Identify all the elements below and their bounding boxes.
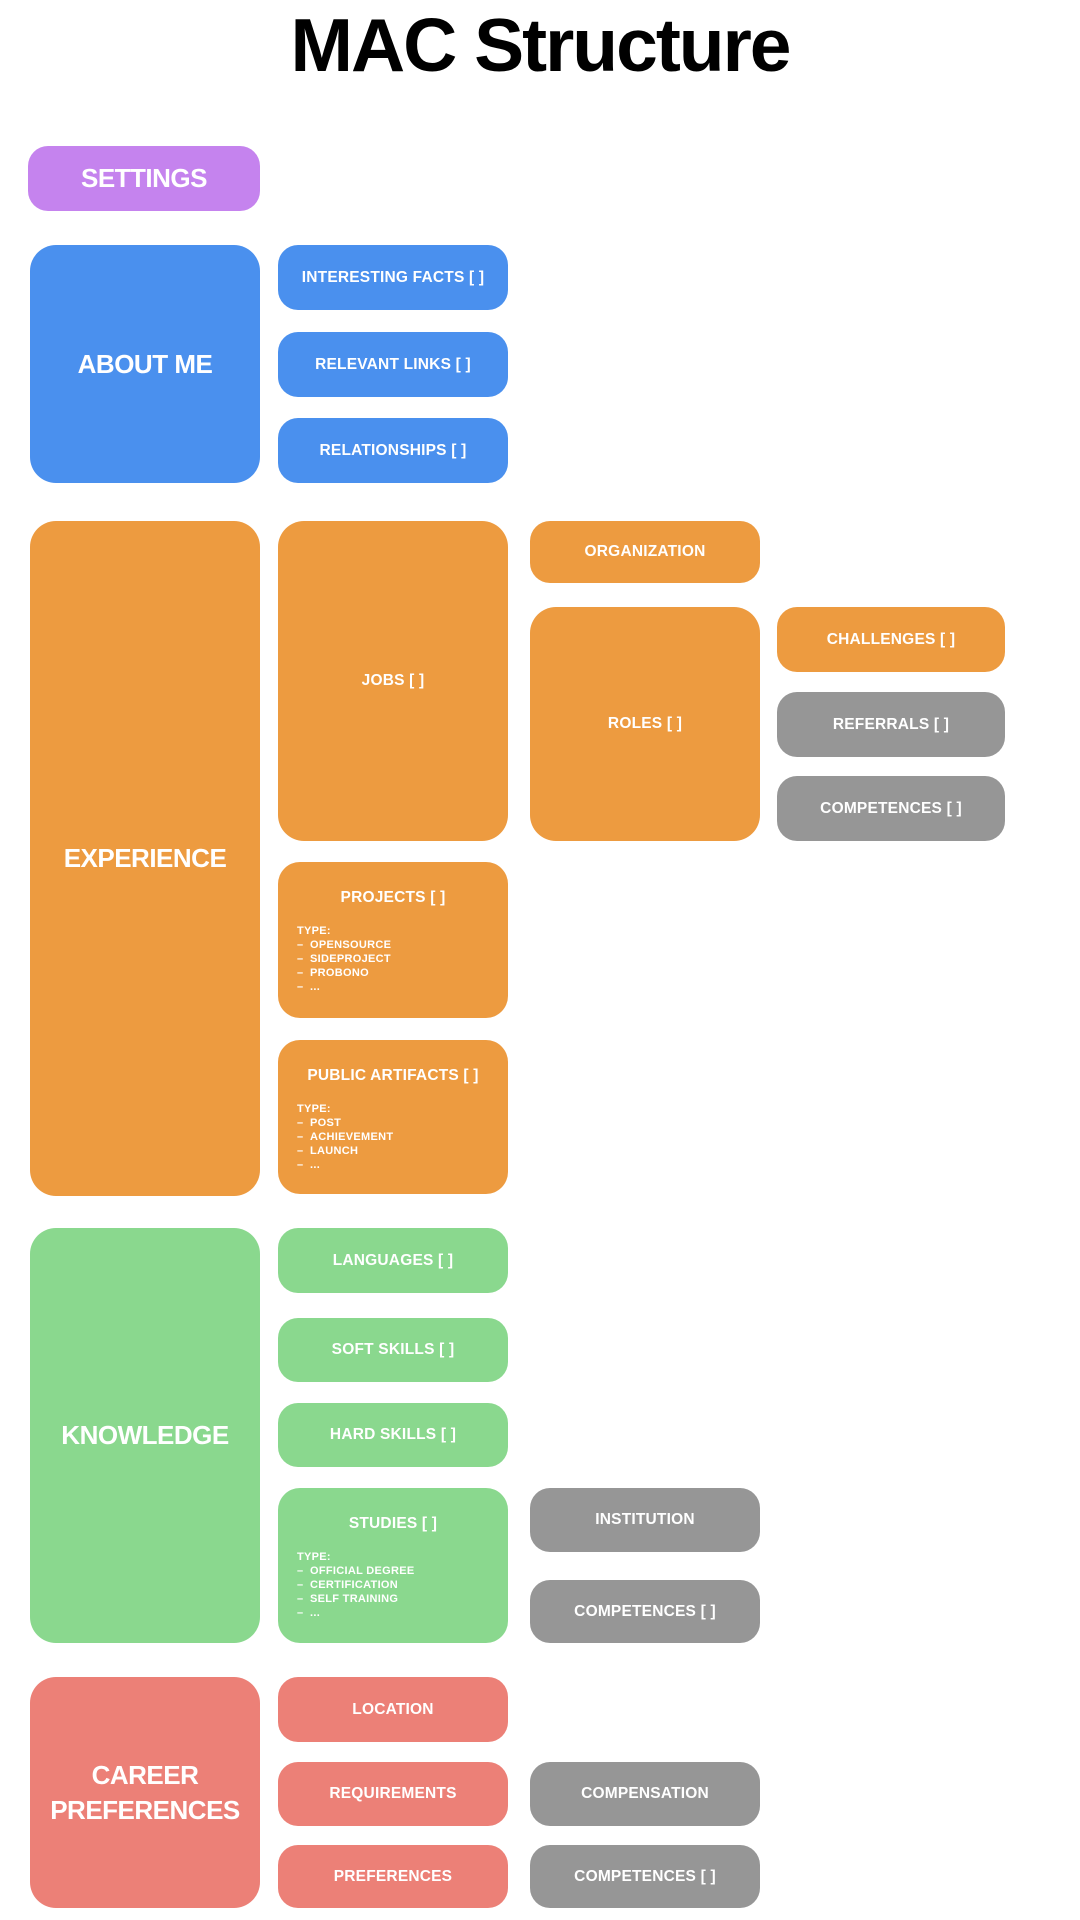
dash-bullet: – — [297, 1607, 304, 1619]
node-roles-label: ROLES [ ] — [607, 715, 683, 732]
node-studies-title: STUDIES [ ] — [348, 1515, 438, 1532]
node-requirements-label: REQUIREMENTS — [329, 1785, 457, 1802]
list-item: – POST — [297, 1116, 496, 1130]
node-experience-label: EXPERIENCE — [63, 843, 227, 874]
node-languages-label: LANGUAGES [ ] — [332, 1251, 454, 1269]
list-item-label: SELF TRAINING — [310, 1593, 399, 1605]
projects-type-list: TYPE: – OPENSOURCE – SIDEPROJECT – PROBO… — [278, 924, 508, 994]
list-item: – ... — [297, 1606, 496, 1620]
list-item-label: ... — [310, 981, 321, 993]
list-item: – LAUNCH — [297, 1144, 496, 1158]
node-projects-title: PROJECTS [ ] — [340, 889, 446, 906]
node-soft-skills-label: SOFT SKILLS [ ] — [331, 1341, 455, 1358]
node-location-label: LOCATION — [352, 1700, 434, 1718]
dash-bullet: – — [297, 981, 304, 993]
node-preferences-label: PREFERENCES — [333, 1867, 453, 1885]
node-experience: EXPERIENCE — [30, 521, 260, 1196]
dash-bullet: – — [297, 1579, 304, 1591]
node-interesting-facts: INTERESTING FACTS [ ] — [278, 245, 508, 310]
dash-bullet: – — [297, 939, 304, 951]
dash-bullet: – — [297, 1117, 304, 1129]
node-competences-career: COMPETENCES [ ] — [530, 1845, 760, 1908]
node-projects: PROJECTS [ ] TYPE: – OPENSOURCE – SIDEPR… — [278, 862, 508, 1018]
node-requirements: REQUIREMENTS — [278, 1762, 508, 1826]
list-item: – OFFICIAL DEGREE — [297, 1564, 496, 1578]
node-institution-label: INSTITUTION — [595, 1511, 695, 1528]
list-item: – OPENSOURCE — [297, 938, 496, 952]
node-competences-knowledge-label: COMPETENCES [ ] — [574, 1602, 716, 1620]
list-item: – SELF TRAINING — [297, 1592, 496, 1606]
list-item-label: ... — [310, 1159, 321, 1171]
list-item-label: PROBONO — [310, 967, 369, 979]
dash-bullet: – — [297, 1159, 304, 1171]
node-location: LOCATION — [278, 1677, 508, 1742]
node-competences-experience: COMPETENCES [ ] — [777, 776, 1005, 841]
node-organization: ORGANIZATION — [530, 521, 760, 583]
list-item-label: OPENSOURCE — [310, 939, 392, 951]
dash-bullet: – — [297, 1565, 304, 1577]
page-title: MAC Structure — [290, 3, 791, 87]
node-settings: SETTINGS — [28, 146, 260, 211]
node-about-me-label: ABOUT ME — [77, 348, 213, 379]
list-item: – SIDEPROJECT — [297, 952, 496, 966]
node-relevant-links: RELEVANT LINKS [ ] — [278, 332, 508, 397]
list-item: – ACHIEVEMENT — [297, 1130, 496, 1144]
node-studies: STUDIES [ ] TYPE: – OFFICIAL DEGREE – CE… — [278, 1488, 508, 1643]
dash-bullet: – — [297, 1131, 304, 1143]
list-item-label: ... — [310, 1607, 321, 1619]
node-soft-skills: SOFT SKILLS [ ] — [278, 1318, 508, 1382]
node-compensation: COMPENSATION — [530, 1762, 760, 1826]
node-career-preferences-label: CAREER PREFERENCES — [50, 1759, 240, 1825]
node-relevant-links-label: RELEVANT LINKS [ ] — [315, 355, 471, 373]
node-hard-skills-label: HARD SKILLS [ ] — [329, 1426, 457, 1443]
node-competences-experience-label: COMPETENCES [ ] — [820, 799, 962, 817]
list-item-label: CERTIFICATION — [310, 1579, 399, 1591]
node-institution: INSTITUTION — [530, 1488, 760, 1552]
node-preferences: PREFERENCES — [278, 1845, 508, 1908]
node-jobs-label: JOBS [ ] — [361, 672, 425, 689]
node-competences-career-label: COMPETENCES [ ] — [574, 1867, 716, 1885]
node-challenges-label: CHALLENGES [ ] — [826, 630, 956, 648]
list-item-label: SIDEPROJECT — [310, 953, 391, 965]
list-item: – ... — [297, 1158, 496, 1172]
node-about-me: ABOUT ME — [30, 245, 260, 483]
list-item: – PROBONO — [297, 966, 496, 980]
dash-bullet: – — [297, 967, 304, 979]
node-knowledge-label: KNOWLEDGE — [61, 1420, 229, 1451]
node-compensation-label: COMPENSATION — [581, 1785, 709, 1802]
list-item-label: OFFICIAL DEGREE — [310, 1565, 415, 1577]
node-settings-label: SETTINGS — [80, 163, 208, 193]
node-hard-skills: HARD SKILLS [ ] — [278, 1403, 508, 1467]
node-knowledge: KNOWLEDGE — [30, 1228, 260, 1643]
node-referrals: REFERRALS [ ] — [777, 692, 1005, 757]
list-item-label: ACHIEVEMENT — [310, 1131, 394, 1143]
node-public-artifacts-title: PUBLIC ARTIFACTS [ ] — [307, 1067, 479, 1084]
node-relationships: RELATIONSHIPS [ ] — [278, 418, 508, 483]
node-jobs: JOBS [ ] — [278, 521, 508, 841]
node-career-preferences: CAREER PREFERENCES — [30, 1677, 260, 1908]
projects-type-heading: TYPE: — [297, 925, 331, 937]
node-competences-knowledge: COMPETENCES [ ] — [530, 1580, 760, 1643]
studies-type-heading: TYPE: — [297, 1551, 331, 1563]
public-artifacts-type-heading: TYPE: — [297, 1103, 331, 1115]
node-organization-label: ORGANIZATION — [584, 543, 706, 560]
dash-bullet: – — [297, 1593, 304, 1605]
node-roles: ROLES [ ] — [530, 607, 760, 841]
list-item-label: LAUNCH — [310, 1145, 359, 1157]
studies-type-list: TYPE: – OFFICIAL DEGREE – CERTIFICATION … — [278, 1550, 508, 1620]
dash-bullet: – — [297, 1145, 304, 1157]
dash-bullet: – — [297, 953, 304, 965]
list-item: – CERTIFICATION — [297, 1578, 496, 1592]
node-interesting-facts-label: INTERESTING FACTS [ ] — [301, 268, 485, 286]
node-relationships-label: RELATIONSHIPS [ ] — [319, 441, 467, 459]
node-languages: LANGUAGES [ ] — [278, 1228, 508, 1293]
node-challenges: CHALLENGES [ ] — [777, 607, 1005, 672]
node-referrals-label: REFERRALS [ ] — [832, 715, 950, 733]
node-public-artifacts: PUBLIC ARTIFACTS [ ] TYPE: – POST – ACHI… — [278, 1040, 508, 1194]
list-item-label: POST — [310, 1117, 342, 1129]
list-item: – ... — [297, 980, 496, 994]
public-artifacts-type-list: TYPE: – POST – ACHIEVEMENT – LAUNCH – ..… — [278, 1102, 508, 1172]
